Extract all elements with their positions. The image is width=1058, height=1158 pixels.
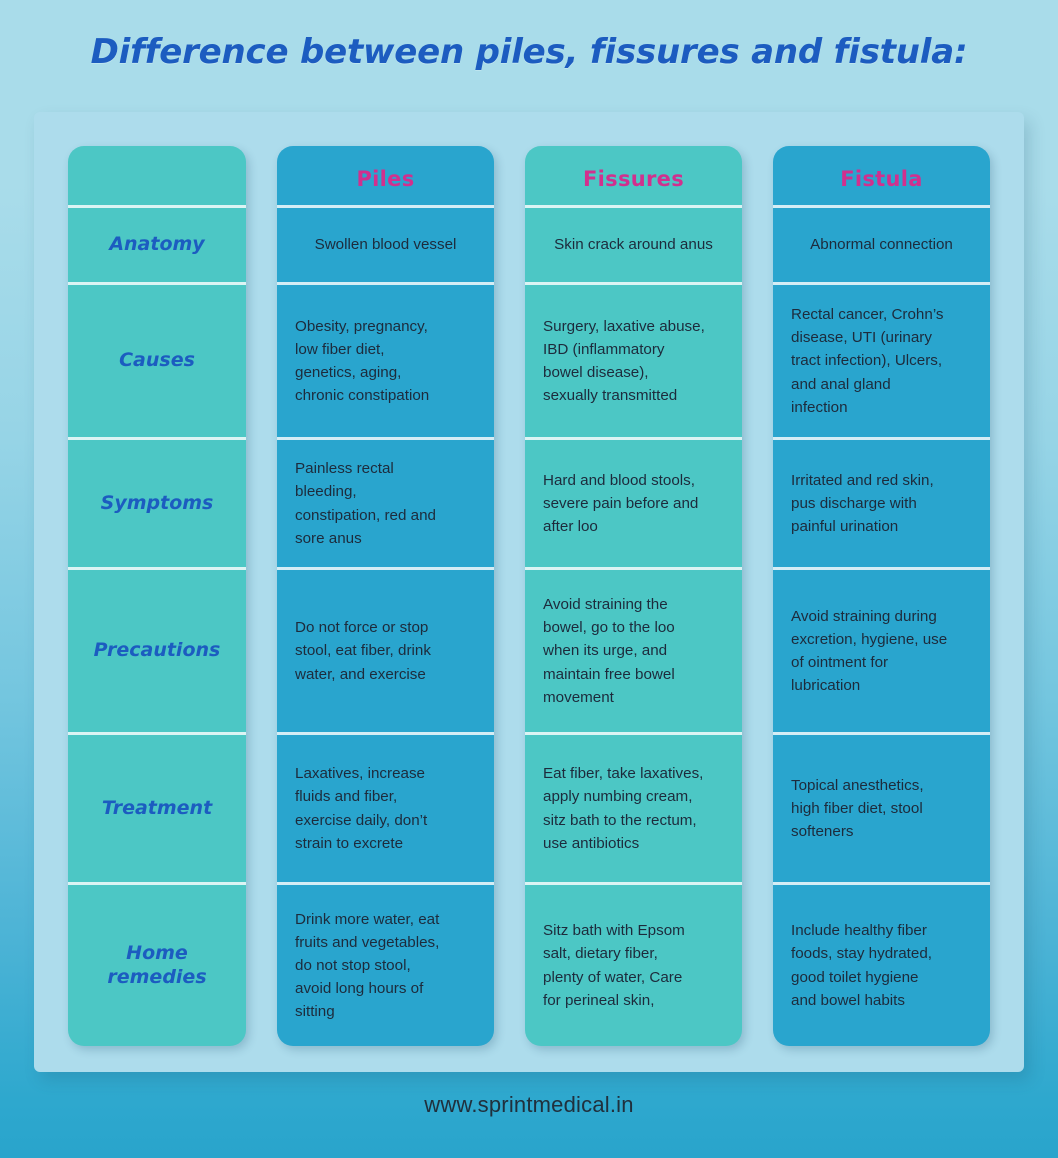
column-header-piles: Piles <box>277 146 494 208</box>
cell-text: Laxatives, increase fluids and fiber, ex… <box>295 765 428 852</box>
column-piles: Piles Swollen blood vessel Obesity, preg… <box>277 146 494 1046</box>
cell-fistula-symptoms: Irritated and red skin, pus discharge wi… <box>773 440 990 570</box>
cell-fistula-home-remedies: Include healthy fiber foods, stay hydrat… <box>773 885 990 1046</box>
column-header-fissures: Fissures <box>525 146 742 208</box>
cell-text: Swollen blood vessel <box>314 236 457 254</box>
comparison-panel: Anatomy Causes Symptoms Precautions Trea… <box>34 112 1024 1072</box>
row-label-text: Anatomy <box>109 233 205 256</box>
cell-text: Include healthy fiber foods, stay hydrat… <box>791 922 932 1009</box>
row-label-text: Precautions <box>93 639 221 662</box>
website-url: www.sprintmedical.in <box>424 1092 634 1117</box>
cell-text: Abnormal connection <box>810 236 953 254</box>
column-header-text: Fistula <box>840 166 923 191</box>
cell-fistula-anatomy: Abnormal connection <box>773 208 990 285</box>
cell-text: Do not force or stop stool, eat fiber, d… <box>295 619 431 683</box>
cell-piles-home-remedies: Drink more water, eat fruits and vegetab… <box>277 885 494 1046</box>
cell-fissures-precautions: Avoid straining the bowel, go to the loo… <box>525 570 742 735</box>
column-fistula: Fistula Abnormal connection Rectal cance… <box>773 146 990 1046</box>
row-label-text: Treatment <box>101 796 213 819</box>
title-bar: Difference between piles, fissures and f… <box>0 0 1058 104</box>
column-fissures: Fissures Skin crack around anus Surgery,… <box>525 146 742 1046</box>
cell-text: Topical anesthetics, high fiber diet, st… <box>791 776 924 841</box>
cell-piles-symptoms: Painless rectal bleeding, constipation, … <box>277 440 494 570</box>
cell-text: Eat fiber, take laxatives, apply numbing… <box>543 765 704 852</box>
row-label-precautions: Precautions <box>68 570 246 735</box>
row-label-text: Home remedies <box>107 942 207 988</box>
cell-text: Drink more water, eat fruits and vegetab… <box>295 910 440 1021</box>
cell-fistula-precautions: Avoid straining during excretion, hygien… <box>773 570 990 735</box>
cell-fissures-causes: Surgery, laxative abuse, IBD (inflammato… <box>525 285 742 440</box>
footer: www.sprintmedical.in <box>0 1092 1058 1118</box>
row-label-home-remedies: Home remedies <box>68 885 246 1046</box>
row-label-text: Symptoms <box>100 491 214 514</box>
cell-fistula-causes: Rectal cancer, Crohn’s disease, UTI (uri… <box>773 285 990 440</box>
cell-piles-causes: Obesity, pregnancy, low fiber diet, gene… <box>277 285 494 440</box>
row-label-anatomy: Anatomy <box>68 208 246 285</box>
cell-text: Obesity, pregnancy, low fiber diet, gene… <box>295 317 430 405</box>
cell-text: Surgery, laxative abuse, IBD (inflammato… <box>543 317 705 405</box>
cell-piles-treatment: Laxatives, increase fluids and fiber, ex… <box>277 735 494 885</box>
cell-text: Rectal cancer, Crohn’s disease, UTI (uri… <box>791 306 944 416</box>
row-label-causes: Causes <box>68 285 246 440</box>
cell-fissures-anatomy: Skin crack around anus <box>525 208 742 285</box>
column-header-text: Fissures <box>583 166 684 191</box>
cell-fistula-treatment: Topical anesthetics, high fiber diet, st… <box>773 735 990 885</box>
cell-text: Hard and blood stools, severe pain befor… <box>543 471 699 536</box>
row-label-treatment: Treatment <box>68 735 246 885</box>
cell-text: Painless rectal bleeding, constipation, … <box>295 460 437 547</box>
cell-text: Avoid straining the bowel, go to the loo… <box>543 596 675 706</box>
row-label-symptoms: Symptoms <box>68 440 246 570</box>
cell-text: Sitz bath with Epsom salt, dietary fiber… <box>543 922 685 1009</box>
column-header-fistula: Fistula <box>773 146 990 208</box>
cell-text: Skin crack around anus <box>554 236 713 254</box>
column-row-labels: Anatomy Causes Symptoms Precautions Trea… <box>68 146 246 1046</box>
comparison-table: Anatomy Causes Symptoms Precautions Trea… <box>68 146 990 1046</box>
cell-piles-precautions: Do not force or stop stool, eat fiber, d… <box>277 570 494 735</box>
row-label-header <box>68 146 246 208</box>
cell-fissures-treatment: Eat fiber, take laxatives, apply numbing… <box>525 735 742 885</box>
cell-text: Irritated and red skin, pus discharge wi… <box>791 471 934 536</box>
cell-text: Avoid straining during excretion, hygien… <box>791 607 948 695</box>
column-header-text: Piles <box>356 166 415 191</box>
cell-fissures-home-remedies: Sitz bath with Epsom salt, dietary fiber… <box>525 885 742 1046</box>
page-title: Difference between piles, fissures and f… <box>90 32 968 72</box>
cell-fissures-symptoms: Hard and blood stools, severe pain befor… <box>525 440 742 570</box>
row-label-text: Causes <box>119 349 195 372</box>
cell-piles-anatomy: Swollen blood vessel <box>277 208 494 285</box>
